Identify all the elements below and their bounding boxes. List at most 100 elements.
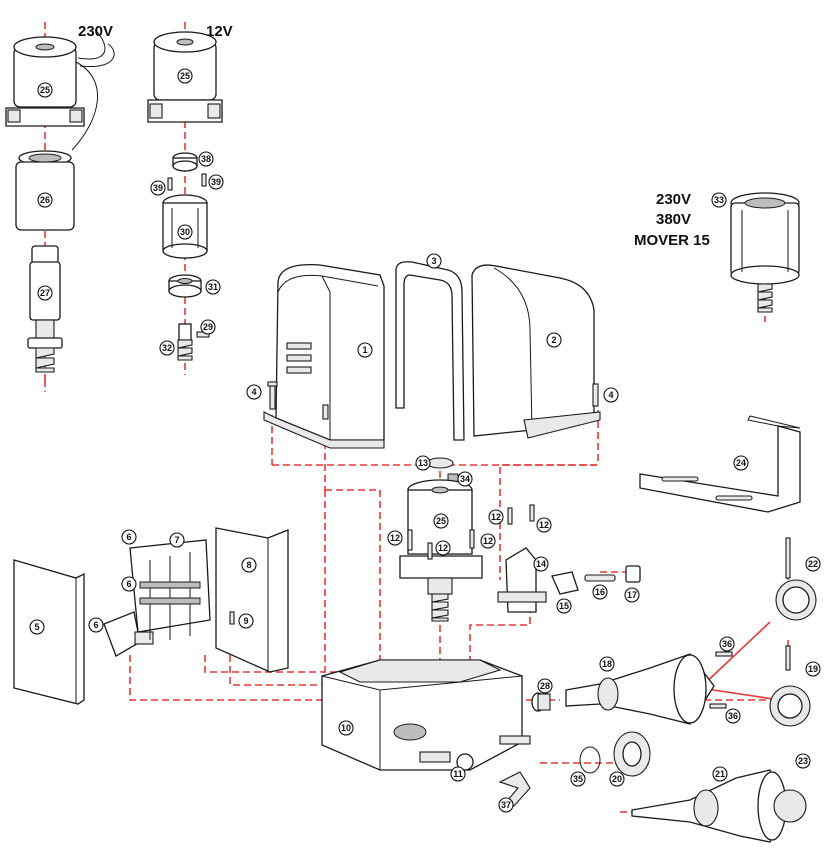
callout-34: 34 <box>457 471 473 487</box>
callout-3: 3 <box>426 253 442 269</box>
callout-6: 6 <box>121 529 137 545</box>
svg-text:12: 12 <box>438 543 448 553</box>
svg-text:19: 19 <box>808 664 818 674</box>
gear-housing-base-part-10 <box>321 659 531 771</box>
svg-text:2: 2 <box>551 335 556 345</box>
callout-5: 5 <box>29 619 45 635</box>
callout-2: 2 <box>546 332 562 348</box>
callout-19: 19 <box>805 661 821 677</box>
svg-text:25: 25 <box>180 71 190 81</box>
control-box-part-8 <box>215 527 289 673</box>
callout-36: 36 <box>725 708 741 724</box>
svg-text:34: 34 <box>460 474 470 484</box>
callout-14: 14 <box>533 556 549 572</box>
callout-8: 8 <box>241 557 257 573</box>
label-mover-15: MOVER 15 <box>634 232 710 249</box>
callout-33: 33 <box>711 192 727 208</box>
svg-text:6: 6 <box>93 620 98 630</box>
control-cover-part-5 <box>13 559 85 705</box>
svg-text:30: 30 <box>180 227 190 237</box>
svg-text:25: 25 <box>436 516 446 526</box>
cover-right-part-2 <box>471 264 601 439</box>
gasket-part-3 <box>395 261 465 441</box>
svg-text:12: 12 <box>483 536 493 546</box>
callout-13: 13 <box>415 455 431 471</box>
callout-36: 36 <box>719 636 735 652</box>
svg-text:26: 26 <box>40 195 50 205</box>
svg-text:36: 36 <box>722 639 732 649</box>
transformer-part-6 <box>103 611 154 657</box>
label-230v-motor: 230V <box>78 23 113 40</box>
svg-text:23: 23 <box>798 756 808 766</box>
callout-6: 6 <box>88 617 104 633</box>
svg-text:6: 6 <box>126 579 131 589</box>
callouts: 25 26 27 25 38 39 39 30 31 29 32 3 1 2 4… <box>29 68 821 813</box>
pinion-19 <box>769 645 811 727</box>
svg-text:8: 8 <box>246 560 251 570</box>
svg-text:36: 36 <box>728 711 738 721</box>
svg-text:1: 1 <box>362 345 367 355</box>
callout-39: 39 <box>208 174 224 190</box>
callout-23: 23 <box>795 753 811 769</box>
callout-12: 12 <box>536 517 552 533</box>
label-mover-230v: 230V <box>656 191 691 208</box>
callout-12: 12 <box>488 509 504 525</box>
svg-text:14: 14 <box>536 559 546 569</box>
pinion-23 <box>773 789 807 823</box>
gear-part-20 <box>613 731 651 777</box>
motor-12v-stack <box>147 31 223 361</box>
mover-15-motor-part-33 <box>730 192 800 313</box>
circlip-part-35 <box>579 746 601 774</box>
label-mover-380v: 380V <box>656 211 691 228</box>
svg-text:12: 12 <box>491 512 501 522</box>
callout-24: 24 <box>733 455 749 471</box>
svg-text:6: 6 <box>126 532 131 542</box>
callout-30: 30 <box>177 224 193 240</box>
callout-21: 21 <box>712 766 728 782</box>
screws-part-36 <box>709 651 733 709</box>
callout-35: 35 <box>570 771 586 787</box>
svg-text:17: 17 <box>627 590 637 600</box>
output-shaft-part-21 <box>631 769 787 843</box>
svg-text:4: 4 <box>608 390 613 400</box>
svg-text:33: 33 <box>714 195 724 205</box>
svg-text:38: 38 <box>201 154 211 164</box>
svg-text:10: 10 <box>341 723 351 733</box>
bushing-part-28 <box>531 692 551 712</box>
svg-text:28: 28 <box>540 681 550 691</box>
bolts-part-4 <box>267 381 278 410</box>
callout-15: 15 <box>556 598 572 614</box>
callout-12: 12 <box>480 533 496 549</box>
limit-switch-assembly <box>497 547 641 613</box>
callout-4: 4 <box>246 384 262 400</box>
callout-1: 1 <box>357 342 373 358</box>
svg-text:22: 22 <box>808 559 818 569</box>
callout-26: 26 <box>37 192 53 208</box>
svg-text:12: 12 <box>390 533 400 543</box>
svg-text:11: 11 <box>453 769 463 779</box>
callout-6: 6 <box>121 576 137 592</box>
svg-text:3: 3 <box>431 256 436 266</box>
callout-12: 12 <box>435 540 451 556</box>
callout-7: 7 <box>169 532 185 548</box>
svg-text:35: 35 <box>573 774 583 784</box>
callout-11: 11 <box>450 766 466 782</box>
svg-text:39: 39 <box>153 183 163 193</box>
lock-parts-11-37 <box>456 753 531 807</box>
label-12v-motor: 12V <box>206 23 233 40</box>
callout-29: 29 <box>200 319 216 335</box>
callout-28: 28 <box>537 678 553 694</box>
svg-text:32: 32 <box>162 343 172 353</box>
svg-text:7: 7 <box>174 535 179 545</box>
callout-17: 17 <box>624 587 640 603</box>
callout-10: 10 <box>338 720 354 736</box>
svg-text:5: 5 <box>34 622 39 632</box>
callout-22: 22 <box>805 556 821 572</box>
svg-text:25: 25 <box>40 85 50 95</box>
callout-31: 31 <box>205 279 221 295</box>
svg-text:12: 12 <box>539 520 549 530</box>
bracket-part-24 <box>639 415 801 513</box>
svg-text:18: 18 <box>602 659 612 669</box>
svg-text:15: 15 <box>559 601 569 611</box>
